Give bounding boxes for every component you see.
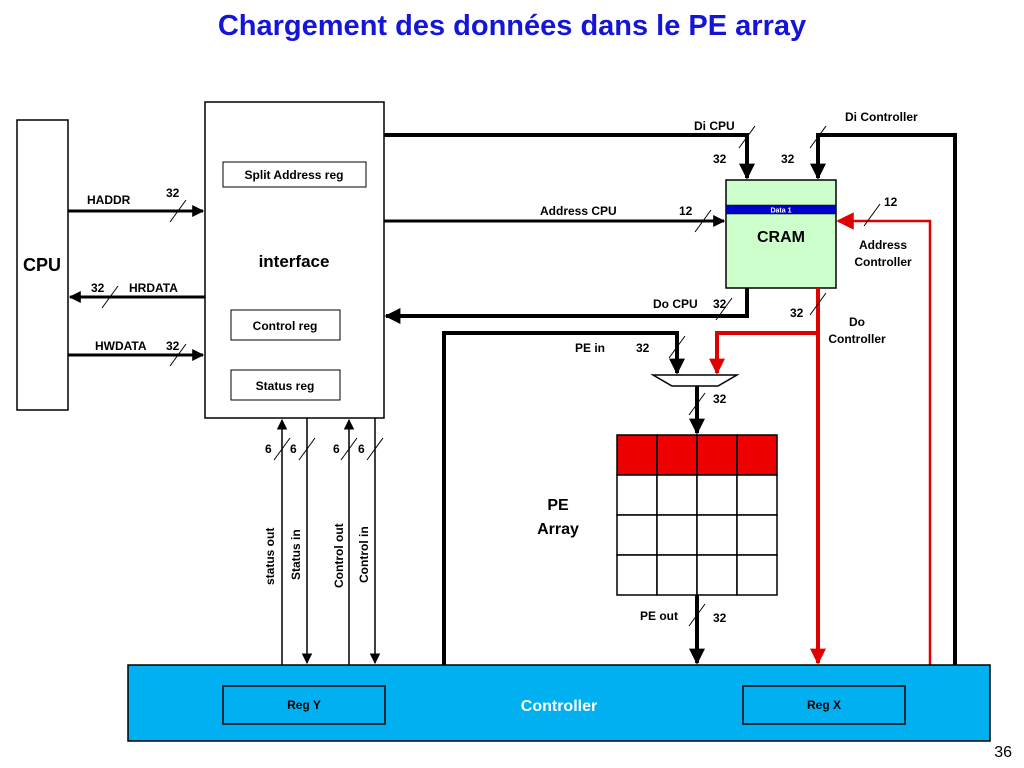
pe-out-width: 32 — [713, 611, 727, 625]
address-controller-wire — [836, 212, 932, 665]
hwdata-width: 32 — [166, 339, 180, 353]
address-controller-label-line1: Address — [859, 238, 907, 252]
status-reg — [230, 369, 341, 401]
pe-cell — [736, 434, 778, 476]
pe-cell — [696, 514, 738, 556]
pe-array-label-line2: Array — [537, 521, 579, 538]
pe-cell — [736, 474, 778, 516]
cpu-label: CPU — [23, 255, 61, 275]
di-controller-wire — [810, 133, 957, 665]
interface-block — [204, 101, 385, 419]
di-cpu-label: Di CPU — [694, 119, 735, 133]
pe-cell — [616, 514, 658, 556]
di-cpu-wire — [384, 133, 755, 180]
pe-in-wire — [442, 331, 685, 665]
reg-y — [222, 685, 386, 725]
hrdata-width: 32 — [91, 281, 105, 295]
split-address-reg — [222, 161, 367, 188]
signal-labels: HADDR 32 HRDATA 32 HWDATA 32 Di CPU 32 D… — [87, 110, 918, 625]
pe-cell — [656, 514, 698, 556]
pe-cell — [736, 514, 778, 556]
pe-in-width: 32 — [636, 341, 650, 355]
pe-cell — [696, 434, 738, 476]
pe-cell — [616, 434, 658, 476]
pe-out-label: PE out — [640, 609, 678, 623]
haddr-width: 32 — [166, 186, 180, 200]
pe-cell — [696, 554, 738, 596]
pe-cell — [616, 474, 658, 516]
cram-block — [725, 179, 837, 289]
status-out-width: 6 — [265, 442, 272, 456]
slide-number: 36 — [994, 744, 1012, 761]
do-controller-label-line1: Do — [849, 315, 865, 329]
address-controller-width: 12 — [884, 195, 898, 209]
hrdata-label: HRDATA — [129, 281, 178, 295]
do-controller-width: 32 — [790, 306, 804, 320]
di-controller-width: 32 — [781, 152, 795, 166]
cpu-block — [16, 119, 69, 411]
hwdata-label: HWDATA — [95, 339, 147, 353]
do-controller-to-pe-wire — [709, 331, 818, 375]
pe-cell — [736, 554, 778, 596]
pe-cell — [696, 474, 738, 516]
address-cpu-label: Address CPU — [540, 204, 617, 218]
pe-cell — [656, 434, 698, 476]
address-cpu-width: 12 — [679, 204, 693, 218]
control-in-label: Control in — [357, 526, 371, 583]
di-cpu-width: 32 — [713, 152, 727, 166]
control-out-label: Control out — [332, 523, 346, 588]
do-controller-label-line2: Controller — [828, 332, 886, 346]
reg-x-label: Reg X — [807, 698, 841, 712]
black-wires — [68, 133, 957, 665]
cram-data-row-label: Data 1 — [770, 208, 791, 215]
di-controller-label: Di Controller — [845, 110, 918, 124]
status-reg-label: Status reg — [256, 379, 315, 393]
cram-label: CRAM — [757, 229, 805, 246]
pe-cell — [616, 554, 658, 596]
pe-array-label-line1: PE — [547, 497, 569, 514]
slide-title: Chargement des données dans le PE array — [217, 10, 807, 42]
control-in-width: 6 — [358, 442, 365, 456]
do-cpu-width: 32 — [713, 297, 727, 311]
haddr-label: HADDR — [87, 193, 131, 207]
reg-x — [742, 685, 906, 725]
status-in-width: 6 — [290, 442, 297, 456]
do-cpu-label: Do CPU — [653, 297, 698, 311]
do-cpu-wire — [384, 288, 749, 324]
control-reg — [230, 309, 341, 341]
mux-out-width: 32 — [713, 392, 727, 406]
status-in-label: Status in — [289, 529, 303, 580]
split-address-reg-label: Split Address reg — [245, 168, 344, 182]
control-reg-label: Control reg — [253, 319, 318, 333]
pe-cell — [656, 554, 698, 596]
controller-label: Controller — [521, 698, 597, 715]
status-out-label: status out — [263, 528, 277, 585]
pe-array-grid — [616, 434, 778, 596]
pe-in-label: PE in — [575, 341, 605, 355]
address-controller-label-line2: Controller — [854, 255, 912, 269]
bus-width-ticks — [101, 125, 881, 627]
pe-input-mux — [650, 374, 740, 387]
pe-cell — [656, 474, 698, 516]
cram-data-row — [725, 204, 837, 215]
interface-label: interface — [259, 252, 330, 271]
reg-y-label: Reg Y — [287, 698, 321, 712]
control-out-width: 6 — [333, 442, 340, 456]
red-wires — [709, 212, 932, 665]
